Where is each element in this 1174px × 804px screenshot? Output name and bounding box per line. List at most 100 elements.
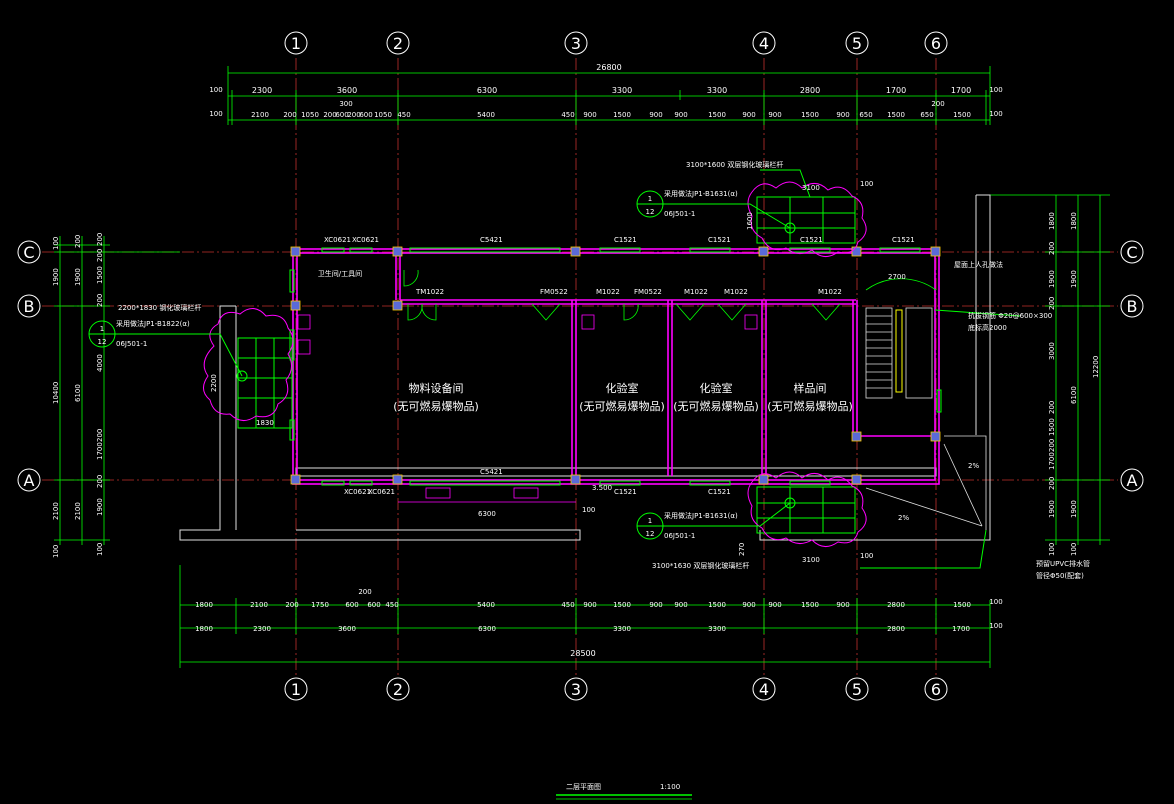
note-dim-1830: 1830 (256, 419, 274, 427)
dim-top-r2-14: 900 (674, 111, 687, 119)
axis-labels: 1 2 3 4 5 6 1 2 3 4 5 6 C B A C B A (23, 34, 1137, 699)
revision-clouds (203, 181, 867, 547)
note-dim-2200: 2200 (210, 374, 218, 392)
axis-label-4-bottom: 4 (759, 680, 769, 699)
dim-top-r1-6: 1700 (886, 86, 906, 95)
window-label: XC0621 (344, 488, 371, 496)
axis-label-6-top: 6 (931, 34, 941, 53)
dim-right-in-8: 1700 (1048, 452, 1056, 470)
dim-bot-r1-10: 1500 (613, 601, 631, 609)
note-bottom-ref: 3100*1630 双层钢化玻璃栏杆 (652, 561, 749, 570)
dim-top-r1-3: 3300 (612, 86, 632, 95)
dim-left-in-1: 200 (96, 249, 104, 262)
dim-top-r1-2: 6300 (477, 86, 497, 95)
axis-label-3-top: 3 (571, 34, 581, 53)
dim-bot-r2-5: 3300 (708, 625, 726, 633)
dim-top-mid-300: 300 (339, 100, 352, 108)
dim-top-r2-5: 200 (347, 111, 360, 119)
dim-top-r2-12: 1500 (613, 111, 631, 119)
doors (403, 269, 841, 321)
note-right-bottom-1: 预留UPVC排水管 (1036, 559, 1090, 568)
dim-top-r2-4: 600 (335, 111, 348, 119)
note-slope-2: 2% (898, 514, 909, 522)
dim-top-r2-17: 900 (768, 111, 781, 119)
axis-label-5-top: 5 (852, 34, 862, 53)
door-labels: TM1022 FM0522 FM0522 M1022 M1022 M1022 M… (415, 288, 842, 296)
dim-bot-r2-7: 1700 (952, 625, 970, 633)
bottom-dims-text: 200 1800 2100 200 1750 600 600 450 5400 … (195, 588, 1003, 658)
axis-label-a-right: A (1127, 471, 1138, 490)
dim-left-in-3: 200 (96, 294, 104, 307)
window-label: XC0621 (368, 488, 395, 496)
note-dim-100-top: 100 (860, 180, 873, 188)
dim-right-in-11: 100 (1048, 543, 1056, 556)
dim-top-r2-13: 900 (649, 111, 662, 119)
note-label-3500: 3.500 (592, 484, 612, 492)
dim-right-in-3: 200 (1048, 297, 1056, 310)
dim-right-mid-1: 1900 (1070, 270, 1078, 288)
axis-label-2-top: 2 (393, 34, 403, 53)
dim-top-r2-start: 100 (209, 110, 222, 118)
dim-bot-r1-15: 900 (768, 601, 781, 609)
dim-left-in-4: 4000 (96, 354, 104, 372)
room-sub-equipment: (无可燃易爆物品) (393, 399, 479, 413)
axis-label-a-left: A (24, 471, 35, 490)
dim-top-r2-11: 900 (583, 111, 596, 119)
dim-left-outer-1: 1900 (52, 268, 60, 286)
room-name-sample: 样品间 (794, 381, 827, 395)
dim-right-in-2: 1900 (1048, 270, 1056, 288)
note-dim-100-bottom: 100 (860, 552, 873, 560)
glass-railing-top (756, 196, 856, 244)
dim-left-in-9: 100 (96, 543, 104, 556)
detail-sheet-bottom: 12 (646, 530, 655, 538)
dim-right-in-5: 200 (1048, 401, 1056, 414)
columns (290, 246, 941, 485)
dim-top-r2-6: 600 (359, 111, 372, 119)
note-right-2: 抗拔钢筋 Φ20@600×300 (968, 311, 1052, 320)
dim-bot-r1-11: 900 (649, 601, 662, 609)
dim-top-r2-10: 450 (561, 111, 574, 119)
axis-label-3-bottom: 3 (571, 680, 581, 699)
dim-right-mid-3: 1900 (1070, 500, 1078, 518)
door-label: TM1022 (415, 288, 444, 296)
dim-top-r2-8: 450 (397, 111, 410, 119)
dim-right-in-9: 200 (1048, 477, 1056, 490)
window-label: XC0621 (324, 236, 351, 244)
dim-right-mid-4: 100 (1070, 543, 1078, 556)
exterior-outline (179, 194, 991, 541)
dim-top-r1-1: 3600 (337, 86, 357, 95)
windows (289, 247, 942, 486)
window-label: C1521 (614, 488, 637, 496)
dim-bot-r1-3: 1750 (311, 601, 329, 609)
dim-left-in-5: 200 (96, 429, 104, 442)
dim-left-in-8: 1900 (96, 498, 104, 516)
window-label: C1521 (800, 236, 823, 244)
dim-top-r2-23: 1500 (953, 111, 971, 119)
note-dim-3100-bottom: 3100 (802, 556, 820, 564)
door-label: FM0522 (540, 288, 568, 296)
axis-label-6-bottom: 6 (931, 680, 941, 699)
dim-right-in-1: 200 (1048, 242, 1056, 255)
axis-label-b-left: B (24, 297, 35, 316)
note-dim-3100-top: 3100 (802, 184, 820, 192)
dim-top-r1-4: 3300 (707, 86, 727, 95)
window-label: C5421 (480, 468, 503, 476)
dim-top-total: 26800 (596, 63, 621, 72)
dim-top-r2-0: 2100 (251, 111, 269, 119)
axis-label-c-right: C (1126, 243, 1137, 262)
right-dimension-lines (990, 194, 1110, 545)
dim-top-r2-end: 100 (989, 110, 1002, 118)
room-sub-lab2: (无可燃易爆物品) (673, 399, 759, 413)
dim-top-r2-1: 200 (283, 111, 296, 119)
left-dimension-lines (54, 236, 180, 545)
dim-top-r2-2: 1050 (301, 111, 319, 119)
dim-top-r2-9: 5400 (477, 111, 495, 119)
dim-top-r1-0: 2300 (252, 86, 272, 95)
axis-label-5-bottom: 5 (852, 680, 862, 699)
dim-bot-r2-0: 1800 (195, 625, 213, 633)
dim-top-mid-200: 200 (931, 100, 944, 108)
right-dims-text: 1800 200 1900 200 3000 200 1500 200 1700… (1048, 212, 1100, 556)
room-name-equipment: 物料设备间 (409, 381, 464, 395)
note-right-1: 屋面上人孔做法 (954, 260, 1003, 269)
dim-right-in-0: 1800 (1048, 212, 1056, 230)
